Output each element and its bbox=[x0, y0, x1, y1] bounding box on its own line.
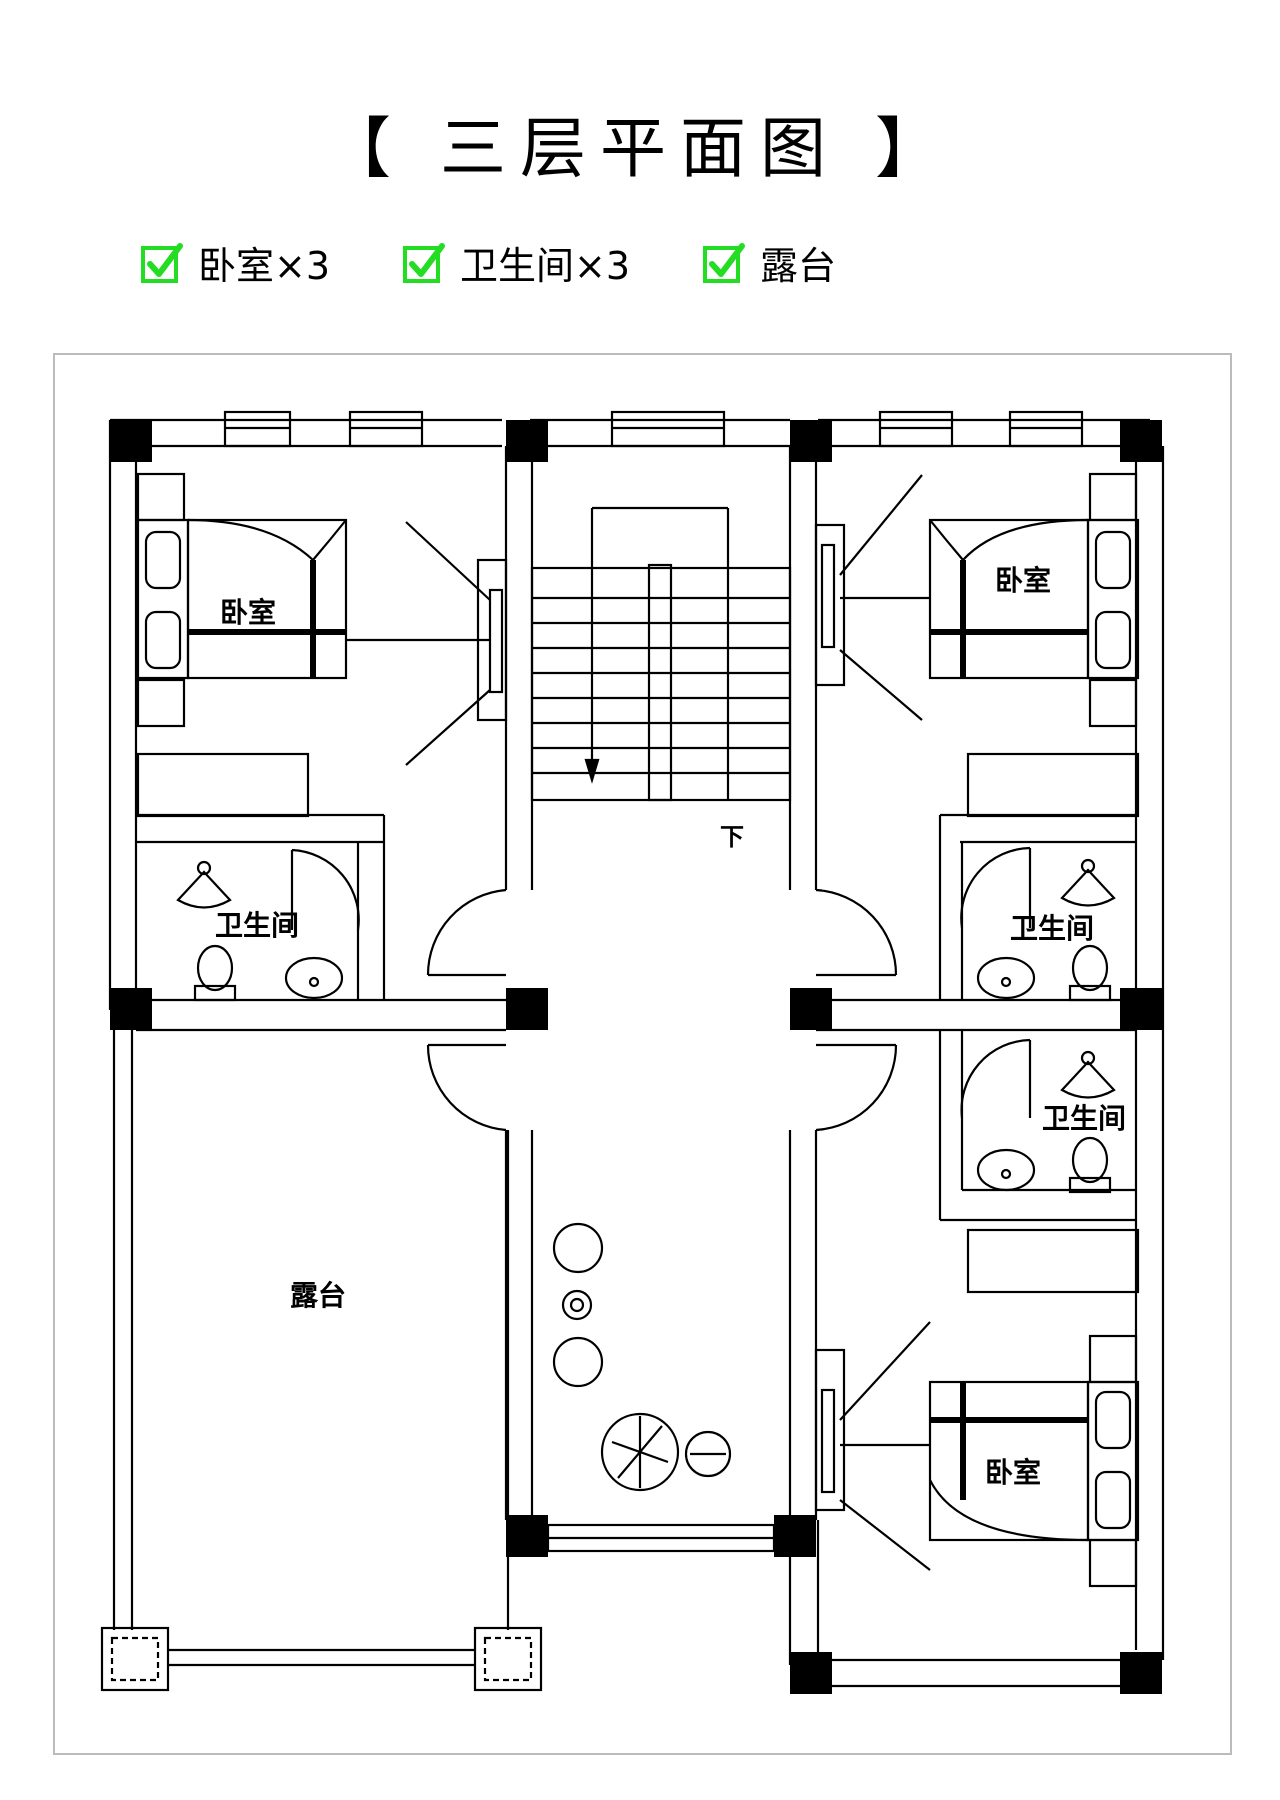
outer-walls bbox=[108, 418, 1165, 1688]
room-label-bath-ne: 卫生间 bbox=[1010, 912, 1094, 945]
room-label-bedroom-ne: 卧室 bbox=[995, 564, 1051, 597]
room-label-bedroom-nw: 卧室 bbox=[220, 596, 276, 629]
checkbox-checked-icon bbox=[403, 243, 445, 283]
page-title: 【 三层平面图 】 bbox=[325, 110, 955, 187]
staircase bbox=[530, 506, 792, 802]
legend-item-bedroom: 卧室×3 bbox=[140, 232, 330, 292]
legend-label: 卫生间×3 bbox=[460, 243, 631, 288]
bath-doors bbox=[290, 846, 1032, 1119]
room-label-bath-e: 卫生间 bbox=[1042, 1102, 1126, 1135]
legend-label: 卧室×3 bbox=[198, 243, 331, 288]
checkbox-checked-icon bbox=[141, 243, 183, 283]
plan-frame bbox=[53, 353, 1232, 1755]
bedroom-nw-furniture bbox=[136, 472, 508, 818]
windows-top bbox=[223, 410, 1084, 448]
terrace bbox=[100, 1030, 776, 1692]
legend-label: 露台 bbox=[760, 243, 837, 288]
legend-item-bathroom: 卫生间×3 bbox=[402, 232, 630, 292]
bedroom-ne-furniture bbox=[814, 472, 1140, 818]
columns bbox=[110, 420, 1162, 1694]
room-label-bedroom-se: 卧室 bbox=[985, 1456, 1041, 1489]
legend-item-terrace: 露台 bbox=[702, 232, 836, 292]
stair-down-label: 下 bbox=[720, 823, 744, 851]
room-label-terrace: 露台 bbox=[290, 1279, 346, 1312]
bath-fixtures bbox=[176, 858, 1116, 1194]
room-label-bath-w: 卫生间 bbox=[215, 909, 299, 942]
checkbox-checked-icon bbox=[703, 243, 745, 283]
bedroom-se-furniture bbox=[814, 1228, 1140, 1588]
corridor-doors bbox=[426, 888, 898, 1132]
corridor-furniture bbox=[552, 1222, 732, 1492]
legend: 卧室×3 卫生间×3 露台 bbox=[0, 232, 1280, 292]
